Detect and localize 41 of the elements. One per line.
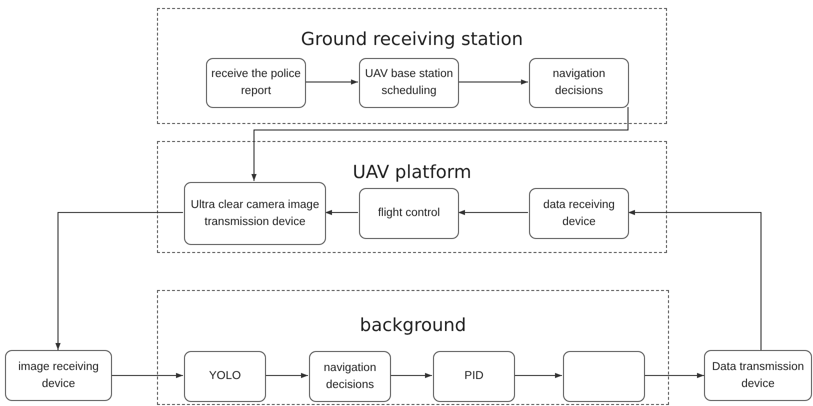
process-box — [5, 350, 112, 401]
arrow — [264, 372, 308, 378]
arrow — [324, 210, 358, 216]
arrow — [55, 212, 184, 350]
process-box — [433, 351, 515, 402]
box-label: Ultra clear camera image transmission device — [190, 198, 320, 230]
group-frame — [157, 290, 669, 405]
process-box — [563, 351, 645, 402]
arrow — [644, 372, 704, 378]
box-label: UAV base station scheduling — [364, 67, 454, 99]
process-box — [184, 182, 326, 245]
box-label: YOLO — [209, 369, 241, 384]
process-box — [704, 350, 812, 401]
box-label: flight control — [378, 206, 440, 222]
process-box — [309, 351, 391, 402]
box-label: data receiving device — [542, 198, 616, 230]
arrow — [514, 372, 562, 378]
process-box — [184, 351, 266, 402]
process-box — [359, 188, 459, 239]
arrow — [458, 79, 528, 85]
group-frame — [157, 141, 667, 253]
arrow — [112, 372, 184, 378]
group-frame — [157, 8, 667, 124]
arrow — [390, 372, 432, 378]
group-title: UAV platform — [352, 162, 472, 183]
box-label: navigation decisions — [552, 67, 606, 99]
box-label: navigation decisions — [322, 360, 378, 392]
group-title: Ground receiving station — [300, 29, 524, 50]
process-box — [529, 188, 629, 239]
box-label: receive the police report — [211, 67, 301, 99]
box-label: PID — [464, 369, 484, 384]
arrow — [628, 210, 762, 350]
process-box — [359, 58, 459, 108]
box-label: image receiving device — [17, 360, 100, 392]
arrow — [304, 79, 358, 85]
group-title: background — [360, 315, 466, 336]
arrow — [251, 106, 628, 182]
arrow — [458, 210, 528, 216]
box-label: Data transmission device — [710, 360, 806, 392]
process-box — [206, 58, 306, 108]
process-box — [529, 58, 629, 108]
